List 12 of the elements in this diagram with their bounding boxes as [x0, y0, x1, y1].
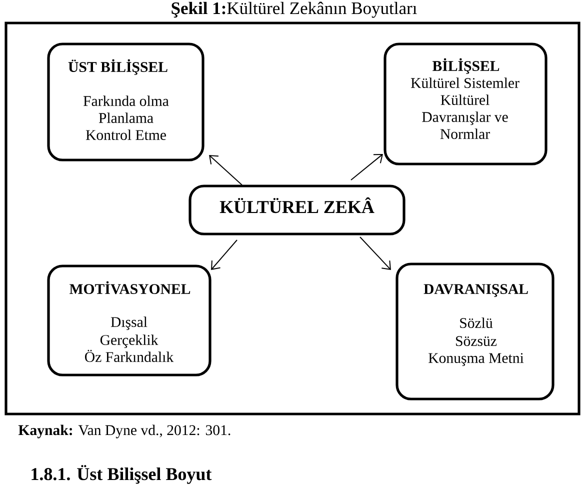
arrow — [209, 155, 242, 186]
concept-box: ÜST BİLİŞSEL Farkında olma Planlama Kontrol Etme — [47, 42, 204, 162]
section-heading: 1.8.1. Üst Bilişsel Boyut — [32, 465, 212, 484]
central-box: KÜLTÜREL ZEKÂ — [188, 184, 406, 236]
concept-box: DAVRANIŞSAL Sözlü Sözsüz Konuşma Metni — [396, 262, 554, 400]
concept-box: MOTİVASYONEL Dışsal Gerçeklik Öz Farkındalık — [47, 264, 212, 376]
concept-box: BİLİŞSEL Kültürel Sistemler Kültürel Davranışlar ve Normlar — [384, 42, 548, 166]
figure-title: Şekil 1:Kültürel Zekânın Boyutları — [172, 2, 417, 18]
arrow — [360, 236, 391, 270]
arrow — [211, 240, 238, 270]
source-note: Kaynak: Van Dyne vd., 2012: 301. — [18, 424, 230, 438]
arrow — [350, 154, 383, 180]
